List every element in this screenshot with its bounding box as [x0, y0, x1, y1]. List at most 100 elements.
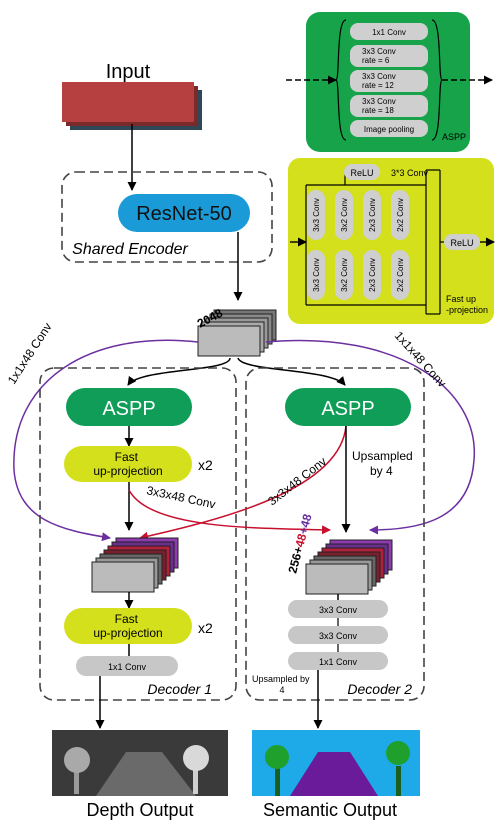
aspp-panel-left-brace: [335, 19, 347, 141]
skip-right-connector: [265, 339, 475, 535]
feature-to-aspp1-arrow: [127, 357, 231, 386]
d1-fup1-line2: up-projection: [93, 464, 162, 478]
fup-conv-box: [307, 250, 325, 300]
fup-conv-box: [307, 190, 325, 240]
aspp-panel-item-box: [350, 70, 428, 92]
decoder1-head-block: [76, 656, 178, 676]
fup-panel-columns: 3x3 Conv 3x2 Conv 2x3 Conv 2x2 Conv 3x3 Conv…: [307, 190, 409, 300]
decoder1-fup2-label: Fast up-projection: [93, 612, 162, 640]
decoder1-fup1-times: x2: [198, 457, 213, 473]
shared-encoder-label: Shared Encoder: [72, 241, 188, 258]
fup-conv-label: 3x2 Conv: [340, 258, 349, 292]
decoder2-head-block-2: [288, 626, 388, 644]
fup-conv-bottom: 3x3 Conv: [307, 250, 325, 300]
fup-conv-bottom: 2x2 Conv: [391, 250, 409, 300]
aspp-panel-item-box: [350, 120, 428, 137]
cross-left-connector: [128, 489, 331, 535]
decoder2-concat-stack: [305, 539, 393, 595]
fup-panel-label: Fast up -projection: [446, 294, 488, 315]
aspp-panel-item: 1x1 Conv: [350, 23, 428, 40]
resnet-label: ResNet-50: [136, 203, 232, 225]
concat-part-b: 48: [292, 532, 309, 549]
decoder1-head-label: 1x1 Conv: [108, 662, 147, 672]
fup-right-relu-label: ReLU: [450, 238, 473, 248]
decoder2-region: [245, 367, 425, 701]
fup-conv-label: 2x3 Conv: [368, 198, 377, 232]
decoder2-label: Decoder 2: [347, 681, 412, 697]
cross-right-connector: [139, 425, 347, 541]
fup-conv-bottom: 3x2 Conv: [335, 250, 353, 300]
d1-fup2-line2: up-projection: [93, 626, 162, 640]
aspp-panel-item: Image pooling: [350, 120, 428, 137]
input-image-stack: [62, 82, 202, 130]
decoder2-head-label-3: 1x1 Conv: [319, 657, 358, 667]
fup-conv-label: 2x3 Conv: [368, 258, 377, 292]
fup-conv-top: 2x2 Conv: [391, 190, 409, 240]
cross-left-label: 3x3x48 Conv: [145, 483, 216, 511]
depth-output-image: [52, 730, 228, 796]
semantic-output-image: [252, 730, 420, 796]
decoder2-upsampled2-label: Upsampled by 4: [252, 674, 312, 695]
decoder1-aspp-block: [66, 388, 192, 426]
concat-part-a: 256+: [285, 545, 306, 575]
fup-conv-label: 2x2 Conv: [396, 198, 405, 232]
skip-left-label: 1x1x48 Conv: [5, 320, 55, 386]
fup-right-relu-block: [444, 234, 480, 250]
d2-up-line1: Upsampled: [352, 449, 413, 463]
fup-top-conv-label: 3*3 Conv: [391, 168, 429, 178]
aspp-panel-item-label: Image pooling: [364, 125, 414, 134]
decoder1-fup2-times: x2: [198, 620, 213, 636]
fup-top-relu-label: ReLU: [350, 168, 373, 178]
fup-conv-top: 3x3 Conv: [307, 190, 325, 240]
fup-conv-box: [335, 250, 353, 300]
fup-conv-box: [363, 190, 381, 240]
decoder2-upsampled-label: Upsampled by 4: [352, 449, 416, 478]
decoder2-head-label-1: 3x3 Conv: [319, 605, 358, 615]
fup-conv-label: 3x3 Conv: [312, 198, 321, 232]
shared-encoder-region: [61, 171, 273, 263]
decoder1-fup2-block: [64, 608, 192, 644]
fup-conv-box: [335, 190, 353, 240]
fup-conv-top: 3x2 Conv: [335, 190, 353, 240]
decoder1-label: Decoder 1: [147, 681, 212, 697]
cross-right-label: 3x3x48 Conv: [265, 454, 329, 508]
decoder2-aspp-label: ASPP: [321, 398, 374, 420]
fup-conv-label: 3x3 Conv: [312, 258, 321, 292]
decoder1-aspp-label: ASPP: [102, 398, 155, 420]
fup-conv-bottom: 2x3 Conv: [363, 250, 381, 300]
resnet-block: [118, 194, 250, 232]
feature-stack: [197, 309, 277, 357]
decoder1-fup1-label: Fast up-projection: [93, 450, 162, 478]
feature-to-aspp2-arrow: [237, 357, 346, 386]
decoder1-region: [39, 367, 237, 701]
fup-conv-label: 3x2 Conv: [340, 198, 349, 232]
fup-conv-box: [363, 250, 381, 300]
concat-part-c: +48: [296, 512, 315, 536]
fup-conv-top: 2x3 Conv: [363, 190, 381, 240]
aspp-panel-label: ASPP: [442, 132, 466, 142]
d2-up2-line2: 4: [279, 685, 284, 695]
fup-conv-label: 2x2 Conv: [396, 258, 405, 292]
aspp-panel-item-box: [350, 45, 428, 67]
decoder2-head-block-1: [288, 600, 388, 618]
decoder2-head-label-2: 3x3 Conv: [319, 631, 358, 641]
skip-left-connector: [13, 339, 199, 542]
depth-output-label: Depth Output: [86, 800, 193, 820]
aspp-panel-item-label: 1x1 Conv: [372, 28, 406, 37]
decoder1-fup1-block: [64, 446, 192, 482]
decoder2-aspp-block: [285, 388, 411, 426]
decoder2-concat-label: 256+48+48: [285, 512, 314, 575]
d2-up2-line1: Upsampled by: [252, 674, 310, 684]
input-label: Input: [106, 61, 151, 83]
fup-label-line2: -projection: [446, 305, 488, 315]
d2-up-line2: by 4: [370, 464, 393, 478]
aspp-panel-item-box: [350, 23, 428, 40]
d1-fup1-line1: Fast: [115, 450, 139, 464]
d1-fup2-line1: Fast: [115, 612, 139, 626]
aspp-panel-item-box: [350, 95, 428, 117]
